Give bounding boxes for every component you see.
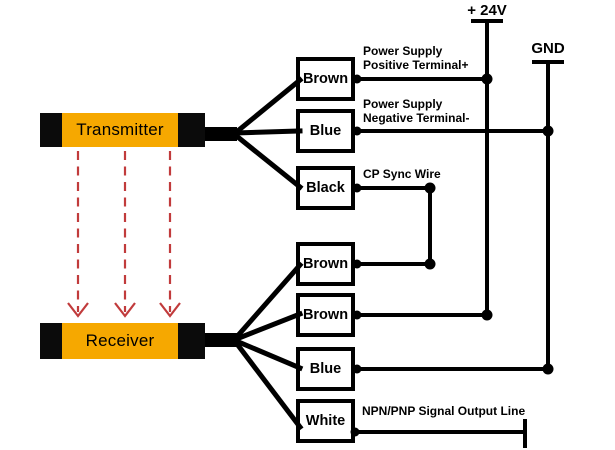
receiver-label: Receiver [62, 323, 178, 359]
annotation-line: CP Sync Wire [363, 167, 441, 181]
wire-label: Blue [309, 123, 342, 139]
connection-wires [355, 77, 548, 448]
light-beam-arrows [67, 151, 181, 318]
annotation-power-negative: Power Supply Negative Terminal- [363, 97, 469, 125]
junction-dots [350, 73, 554, 437]
transmitter-cable-fanout [204, 76, 304, 191]
transmitter-left-cap [40, 113, 62, 147]
transmitter-label: Transmitter [62, 113, 178, 147]
power-rail [471, 19, 503, 315]
wire-label: Black [306, 180, 345, 196]
wire-box-tx-brown: Brown [296, 57, 355, 101]
wire-box-tx-blue: Blue [296, 109, 355, 153]
wire-box-rx-white: White [296, 399, 355, 443]
wire-label: Brown [302, 307, 349, 323]
annotation-line: Positive Terminal+ [363, 58, 469, 72]
beam-arrow [67, 151, 89, 318]
ground-rail [532, 60, 564, 369]
annotation-power-positive: Power Supply Positive Terminal+ [363, 44, 469, 72]
wire-label: Brown [302, 71, 349, 87]
transmitter-right-cap [178, 113, 205, 147]
wire-label: Brown [302, 256, 349, 272]
receiver-cable-fanout [204, 261, 304, 431]
receiver-block: Receiver [40, 323, 205, 359]
annotation-line: Power Supply [363, 44, 443, 58]
annotation-cp-sync: CP Sync Wire [363, 167, 441, 181]
power-rail-label: + 24V [467, 2, 507, 19]
wire-box-rx-blue: Blue [296, 347, 355, 391]
wire-cp-sync-loop [357, 186, 432, 266]
wire-label: Blue [309, 361, 342, 377]
wire-box-rx-brown-1: Brown [296, 242, 355, 286]
cable-stub [204, 127, 237, 141]
annotation-signal-output: NPN/PNP Signal Output Line [362, 404, 525, 418]
cable-stub [204, 333, 237, 347]
receiver-left-cap [40, 323, 62, 359]
transmitter-block: Transmitter [40, 113, 205, 147]
wire-box-rx-brown-2: Brown [296, 293, 355, 337]
beam-arrow [159, 151, 181, 318]
annotation-line: Negative Terminal- [363, 111, 470, 125]
annotation-line: NPN/PNP Signal Output Line [362, 404, 526, 418]
beam-arrow [114, 151, 136, 318]
ground-rail-label: GND [531, 40, 565, 57]
wire-box-tx-black: Black [296, 166, 355, 210]
annotation-line: Power Supply [363, 97, 443, 111]
receiver-right-cap [178, 323, 205, 359]
wire-label: White [305, 413, 346, 429]
